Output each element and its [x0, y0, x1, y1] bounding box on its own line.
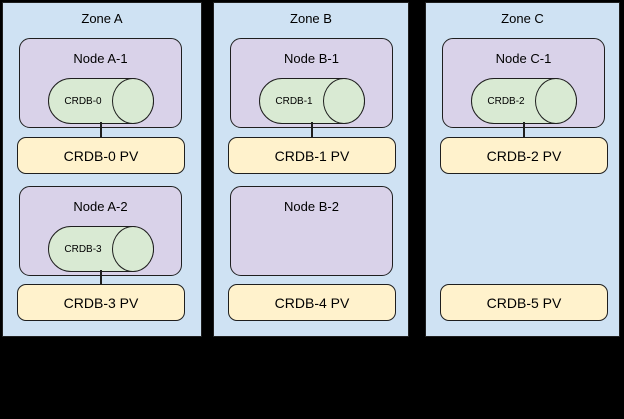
node-b1: Node B-1 CRDB-1 — [230, 38, 393, 128]
node-b1-title: Node B-1 — [284, 51, 339, 66]
pv-label-crdb2: CRDB-2 PV — [486, 147, 562, 164]
crdb-3-label: CRDB-3 — [64, 243, 102, 255]
node-b2: Node B-2 — [230, 186, 393, 276]
pv-box-crdb4: CRDB-4 PV — [228, 284, 396, 321]
pv-label-crdb0: CRDB-0 PV — [63, 147, 139, 164]
crdb-0-cylinder: CRDB-0 — [48, 78, 154, 124]
zone-c-title: Zone C — [501, 11, 544, 26]
connector-line-b1 — [311, 122, 313, 138]
connector-line-c1 — [523, 122, 525, 138]
node-a2: Node A-2 CRDB-3 — [19, 186, 182, 276]
node-a2-title: Node A-2 — [73, 199, 128, 214]
pv-box-crdb5: CRDB-5 PV — [440, 284, 608, 321]
pv-box-crdb0: CRDB-0 PV — [17, 137, 185, 174]
cylinder-face-icon — [112, 78, 154, 124]
zone-b: Zone B Node B-1 CRDB-1 CRDB-1 PV Node B-… — [213, 2, 409, 337]
cylinder-face-icon — [535, 78, 577, 124]
crdb-2-cylinder: CRDB-2 — [471, 78, 577, 124]
crdb-2-label: CRDB-2 — [487, 95, 525, 107]
cylinder-face-icon — [323, 78, 365, 124]
pv-label-crdb5: CRDB-5 PV — [486, 294, 562, 311]
pv-label-crdb4: CRDB-4 PV — [274, 294, 350, 311]
cylinder-face-icon — [112, 226, 154, 272]
crdb-0-label: CRDB-0 — [64, 95, 102, 107]
pv-box-crdb2: CRDB-2 PV — [440, 137, 608, 174]
node-a1-title: Node A-1 — [73, 51, 128, 66]
pv-box-crdb3: CRDB-3 PV — [17, 284, 185, 321]
connector-line-a1 — [100, 122, 102, 138]
crdb-1-label: CRDB-1 — [275, 95, 313, 107]
pv-label-crdb1: CRDB-1 PV — [274, 147, 350, 164]
pv-box-crdb1: CRDB-1 PV — [228, 137, 396, 174]
zone-a: Zone A Node A-1 CRDB-0 CRDB-0 PV Node A-… — [2, 2, 202, 337]
node-a1: Node A-1 CRDB-0 — [19, 38, 182, 128]
zone-b-title: Zone B — [290, 11, 332, 26]
zone-a-title: Zone A — [81, 11, 123, 26]
node-c1: Node C-1 CRDB-2 — [442, 38, 605, 128]
connector-line-a2 — [100, 270, 102, 286]
crdb-3-cylinder: CRDB-3 — [48, 226, 154, 272]
pv-label-crdb3: CRDB-3 PV — [63, 294, 139, 311]
node-b2-title: Node B-2 — [284, 199, 339, 214]
zone-c: Zone C Node C-1 CRDB-2 CRDB-2 PV CRDB-5 … — [425, 2, 620, 337]
crdb-1-cylinder: CRDB-1 — [259, 78, 365, 124]
node-c1-title: Node C-1 — [495, 51, 552, 66]
